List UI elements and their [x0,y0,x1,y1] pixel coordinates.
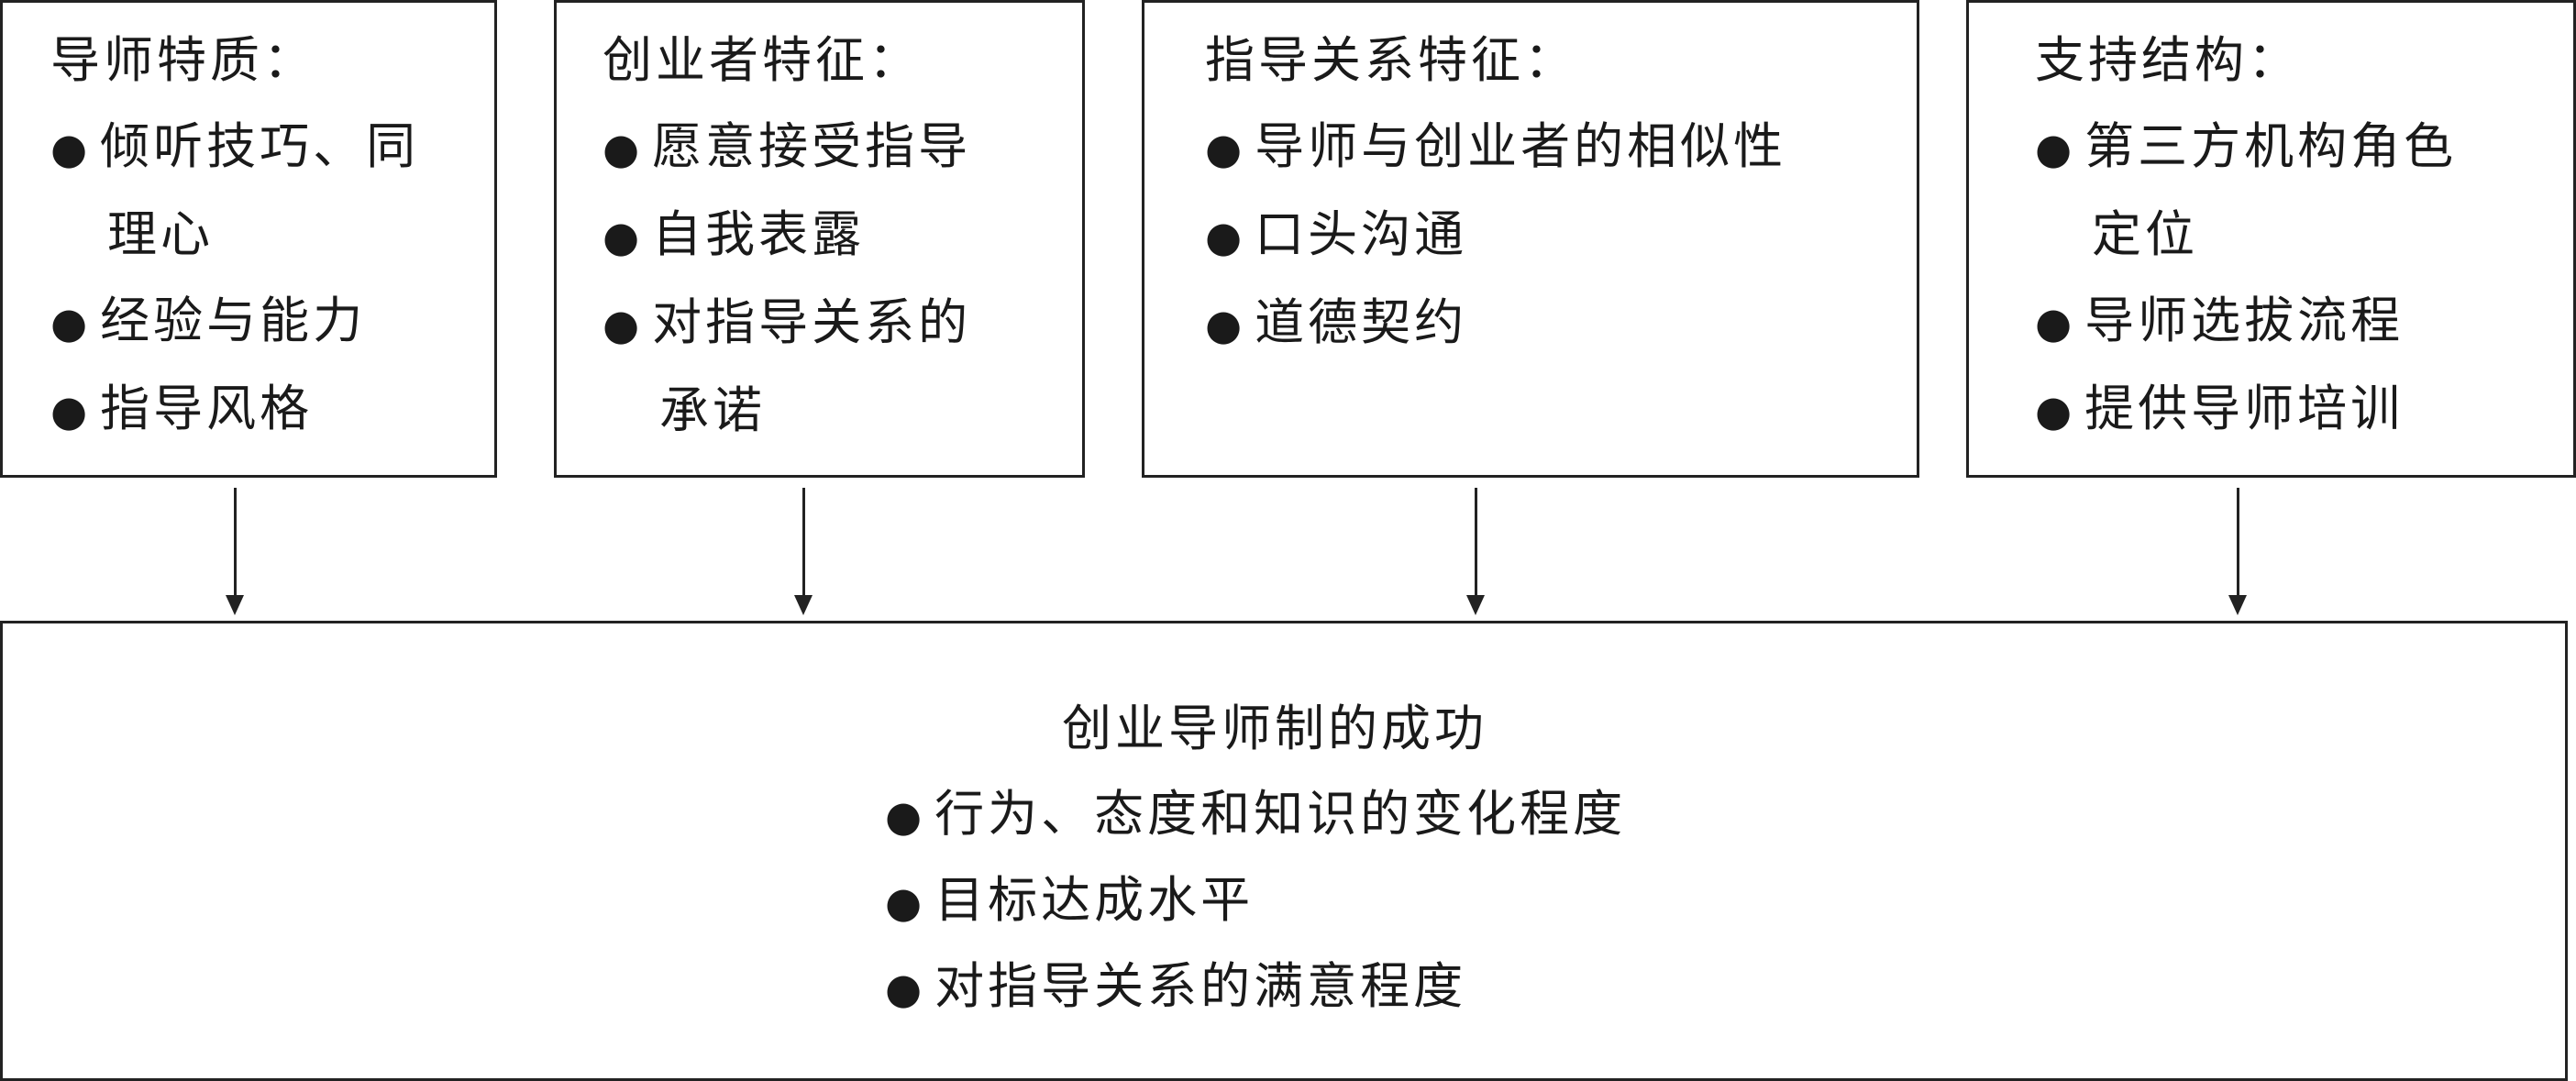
bullet-icon: ● [50,298,92,347]
bullet-icon: ● [2035,298,2076,347]
item-text: 导师选拔流程 [2084,292,2405,349]
item-text: 导师与创业者的相似性 [1255,117,1787,175]
item-text: 道德契约 [1255,293,1468,351]
item-text: 口头沟通 [1255,205,1468,263]
bullet-icon: ● [1205,212,1246,261]
list-item: ●对指导关系的 [603,280,971,368]
arrow-down-icon [226,488,244,615]
list-item: ●导师与创业者的相似性 [1205,104,1786,192]
relationship-traits-box: 指导关系特征： ●导师与创业者的相似性 ●口头沟通 ●道德契约 [1142,0,1919,478]
bullet-icon: ● [50,124,92,173]
mentorship-success-box: 创业导师制的成功 ●行为、态度和知识的变化程度 ●目标达成水平 ●对指导关系的满… [0,621,2568,1081]
box-title: 创业者特征： [603,31,922,89]
bullet-icon: ● [2035,386,2076,436]
bullet-icon: ● [50,386,92,436]
list-item-continuation: 承诺 [659,381,766,439]
item-text: 愿意接受指导 [652,117,972,175]
list-item: ●目标达成水平 [885,858,1626,944]
bullet-icon: ● [885,877,926,927]
list-item: ●行为、态度和知识的变化程度 [885,772,1626,858]
list-item: ●道德契约 [1205,280,1786,368]
arrow-down-icon [794,488,813,615]
arrow-down-icon [2228,488,2247,615]
item-text: 提供导师培训 [2084,380,2405,437]
box-title: 指导关系特征： [1205,31,1577,89]
outcome-title: 创业导师制的成功 [1062,700,1487,757]
bullet-icon: ● [2035,124,2076,173]
entrepreneur-traits-box: 创业者特征： ●愿意接受指导 ●自我表露 ●对指导关系的 承诺 [554,0,1085,478]
box-title: 支持结构： [2035,31,2301,89]
bullet-icon: ● [603,212,644,261]
list-item: ●第三方机构角色 [2035,104,2457,192]
bullet-icon: ● [885,791,926,841]
item-text: 行为、态度和知识的变化程度 [934,785,1627,843]
item-text: 经验与能力 [100,292,367,349]
box-title: 导师特质： [50,31,316,89]
bullet-icon: ● [603,124,644,173]
mentor-traits-box: 导师特质： ●倾听技巧、同 理心 ●经验与能力 ●指导风格 [0,0,497,478]
arrow-down-icon [1466,488,1485,615]
list-item: ●导师选拔流程 [2035,278,2457,366]
item-text: 对指导关系的 [652,293,972,351]
list-item: ●倾听技巧、同 [50,104,419,192]
list-item: ●口头沟通 [1205,192,1786,280]
list-item: ●自我表露 [603,192,971,280]
list-item: ●愿意接受指导 [603,104,971,192]
bullet-icon: ● [603,300,644,349]
list-item: ●提供导师培训 [2035,366,2457,454]
bullet-icon: ● [1205,124,1246,173]
list-item: ●对指导关系的满意程度 [885,944,1626,1031]
list-item-continuation: 理心 [107,205,214,263]
item-text: 第三方机构角色 [2084,117,2458,175]
item-text: 指导风格 [100,380,314,437]
list-item: ●经验与能力 [50,278,419,366]
item-text: 自我表露 [652,205,866,263]
list-item: ●指导风格 [50,366,419,454]
list-item-continuation: 定位 [2092,205,2198,263]
bullet-icon: ● [1205,300,1246,349]
bullet-icon: ● [885,964,926,1013]
item-text: 对指导关系的满意程度 [934,957,1467,1015]
item-text: 倾听技巧、同 [100,117,420,175]
item-text: 目标达成水平 [934,871,1255,929]
support-structure-box: 支持结构： ●第三方机构角色 定位 ●导师选拔流程 ●提供导师培训 [1966,0,2576,478]
